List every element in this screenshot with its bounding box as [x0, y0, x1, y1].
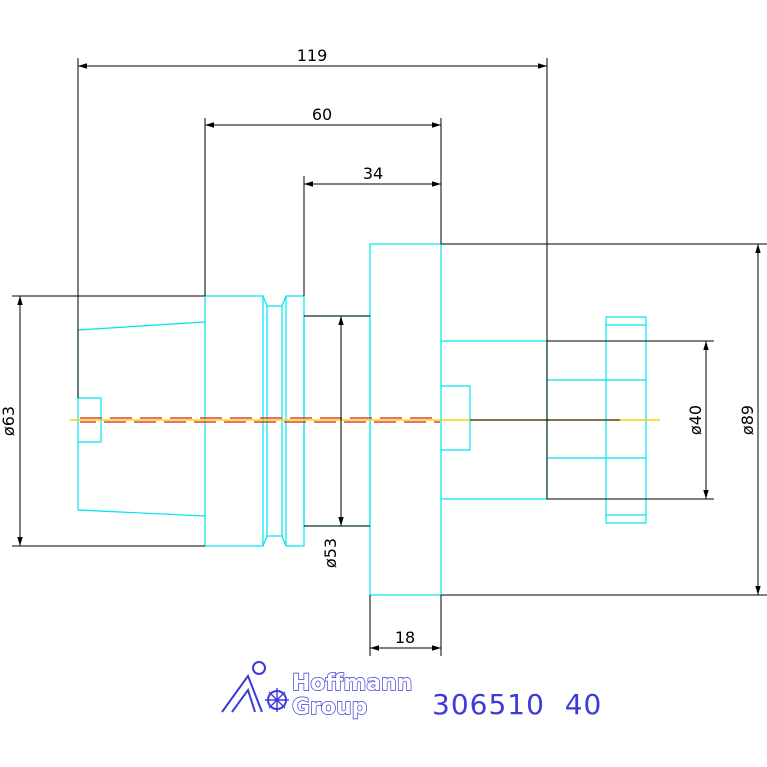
dimension-flange-thickness: 18 — [369, 595, 442, 656]
dim-label-d63: ø63 — [0, 406, 18, 436]
center-recess — [441, 385, 471, 451]
logo-line1: Hoffmann — [292, 671, 412, 696]
dimension-collet-diameter: ø63 — [0, 295, 205, 547]
collet-body — [204, 295, 264, 547]
dim-label-d40: ø40 — [686, 405, 705, 435]
collet-taper — [77, 321, 206, 517]
groove — [262, 295, 305, 547]
dimension-pilot-diameter: ø40 — [547, 340, 714, 500]
dimension-flange-diameter: ø89 — [441, 243, 767, 596]
dimension-neck-length: 34 — [303, 164, 441, 296]
neck — [303, 315, 371, 527]
dim-label-d89: ø89 — [738, 405, 757, 435]
centerline — [70, 417, 660, 423]
part-number: 306510 40 — [432, 688, 602, 721]
hoffmann-figure-icon — [221, 661, 289, 713]
dimension-collet-body-length: 60 — [204, 105, 442, 296]
dim-label-34: 34 — [363, 164, 383, 183]
brand-logo: Hoffmann Group — [221, 661, 413, 721]
dimension-neck-diameter: ø53 — [304, 315, 370, 568]
dim-label-d53: ø53 — [321, 538, 340, 568]
dim-label-18: 18 — [395, 628, 415, 647]
dim-label-60: 60 — [312, 105, 332, 124]
logo-line2: Group — [292, 695, 367, 720]
dim-label-119: 119 — [297, 46, 328, 65]
dimension-overall-length: 119 — [77, 46, 548, 499]
